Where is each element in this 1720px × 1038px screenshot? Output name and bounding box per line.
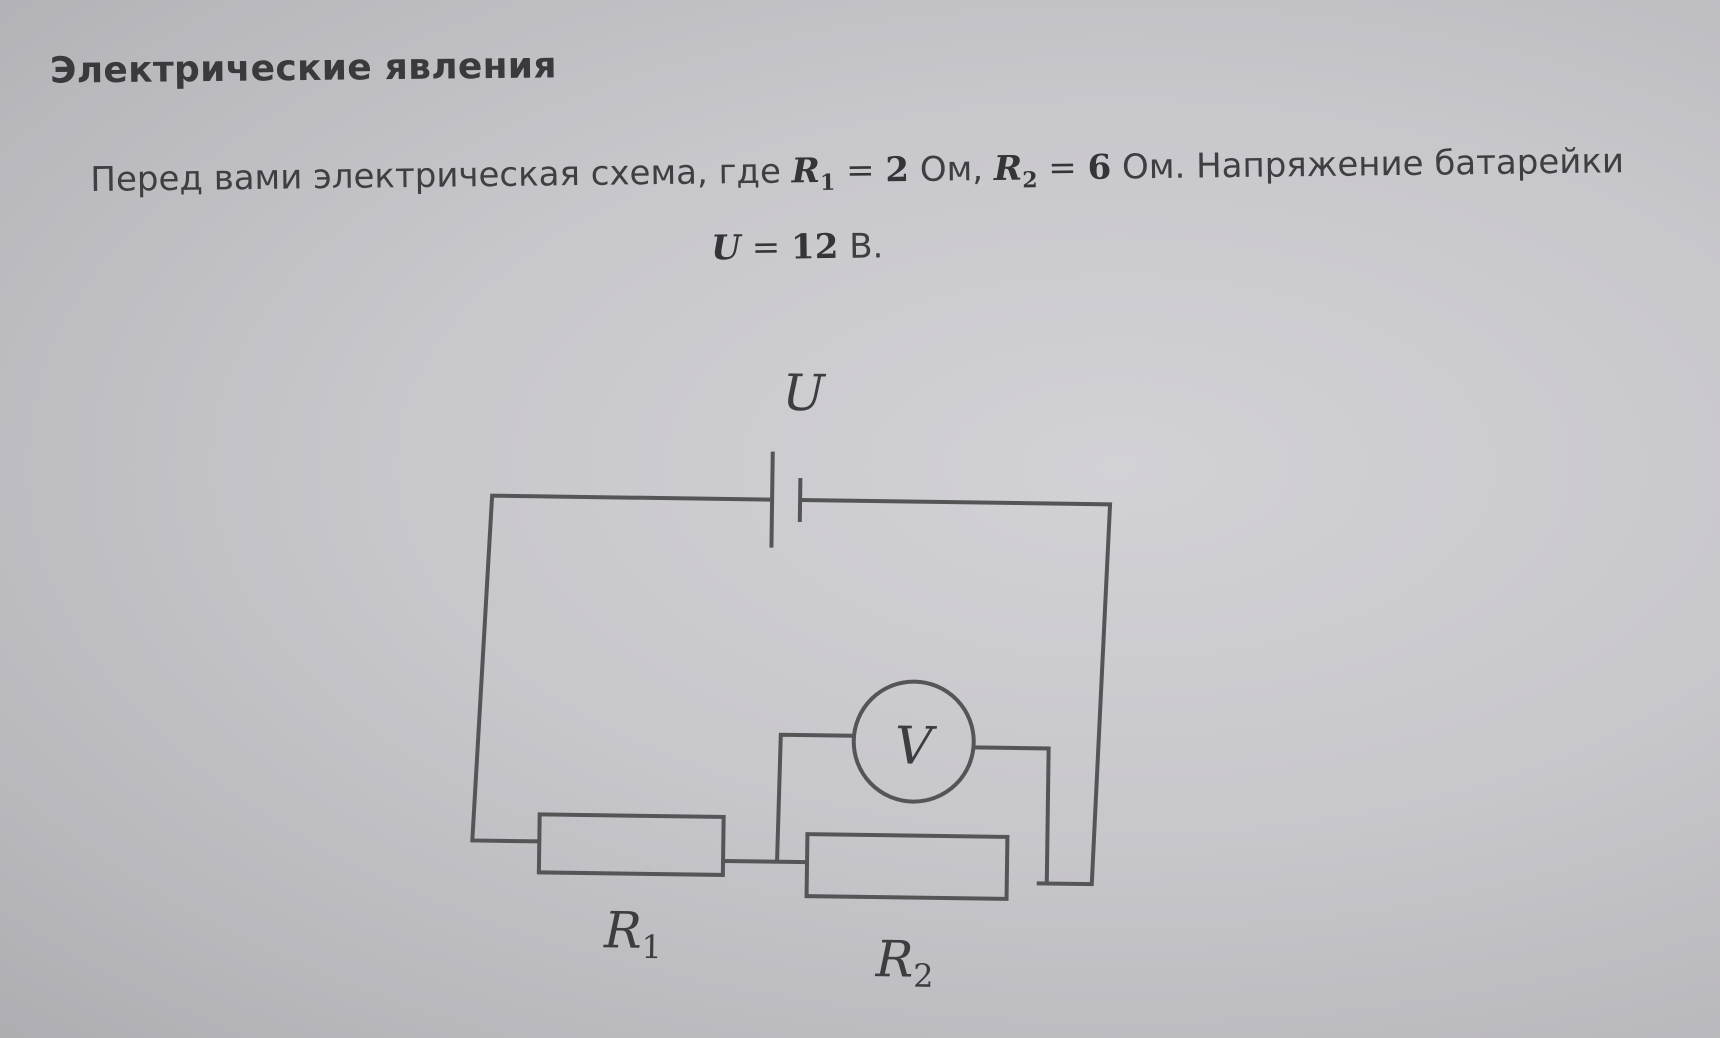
wire-voltmeter-left (775, 732, 854, 862)
voltmeter-label: V (894, 716, 937, 777)
r2-label-index: 2 (913, 957, 934, 995)
resistor-r2 (804, 832, 1010, 901)
circuit-group: V U R1 R2 (470, 364, 1113, 995)
r1-label-index: 1 (641, 928, 662, 966)
battery-label: U (782, 364, 827, 423)
voltmeter (851, 679, 976, 804)
r2-label-letter: R (874, 930, 913, 989)
r2-label: R2 (874, 930, 934, 995)
r1-label: R1 (603, 901, 663, 966)
wire-r1-r2 (723, 858, 808, 865)
wire-battery-left (470, 493, 771, 844)
wire-battery-right (800, 497, 1113, 887)
resistor-r1 (536, 812, 726, 877)
battery-long-plate (769, 451, 775, 548)
wire-voltmeter-right (973, 745, 1051, 884)
r1-label-letter: R (603, 901, 642, 960)
battery-short-plate (797, 477, 803, 523)
